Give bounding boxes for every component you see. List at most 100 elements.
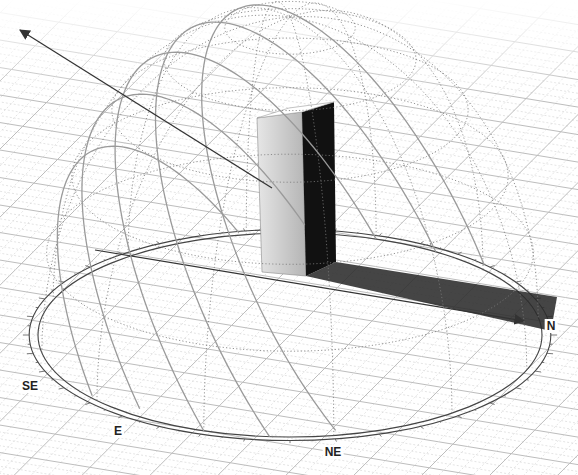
- grid-line: [0, 0, 578, 341]
- grid-line: [0, 470, 578, 475]
- sky-dome: [42, 1, 538, 436]
- degree-tick: [458, 416, 462, 418]
- dome-parallel: [47, 154, 534, 351]
- grid-line: [0, 376, 578, 475]
- grid-line: [0, 394, 578, 475]
- degree-tick: [179, 238, 180, 240]
- dome-parallel: [72, 88, 508, 265]
- degree-tick: [104, 409, 106, 411]
- degree-tick: [504, 395, 506, 397]
- grid-line: [0, 57, 578, 401]
- degree-tick: [85, 266, 90, 268]
- dome-meridian: [290, 10, 483, 269]
- degree-tick: [400, 238, 401, 240]
- degree-tick: [400, 430, 401, 432]
- degree-tick: [474, 409, 476, 411]
- sun-path-arc: [57, 146, 238, 396]
- degree-tick: [379, 434, 381, 436]
- degree-tick: [420, 241, 423, 243]
- degree-tick: [156, 426, 159, 428]
- degree-tick: [27, 353, 33, 354]
- grid-line: [0, 323, 578, 475]
- degree-tick: [74, 273, 76, 275]
- sun-ray: [20, 30, 272, 188]
- degree-tick: [139, 421, 140, 423]
- degree-tick: [335, 439, 336, 442]
- dark-face: [302, 102, 336, 276]
- sun-path-arc: [115, 52, 376, 431]
- grid-line: [0, 299, 578, 475]
- degree-tick: [535, 371, 541, 373]
- degree-tick: [516, 388, 521, 389]
- grid-line: [0, 358, 578, 475]
- sky-fade: [0, 0, 578, 95]
- dome-meridian: [290, 17, 527, 370]
- degree-tick: [542, 362, 544, 363]
- sun-ray-arrow: [20, 30, 272, 188]
- degree-tick: [516, 281, 521, 282]
- degree-tick: [156, 241, 159, 243]
- sun-path-arc: [156, 22, 436, 437]
- grid-line: [0, 340, 578, 475]
- compass-label: SE: [20, 379, 40, 393]
- degree-tick: [490, 403, 495, 405]
- degree-tick: [547, 353, 553, 354]
- degree-tick: [244, 229, 245, 232]
- grid-line: [0, 104, 578, 448]
- degree-tick: [420, 426, 423, 428]
- degree-tick: [440, 421, 441, 423]
- degree-tick: [550, 344, 553, 345]
- grid-line: [0, 423, 578, 475]
- degree-tick: [28, 325, 31, 326]
- grid-line: [0, 86, 578, 430]
- degree-tick: [526, 379, 528, 380]
- degree-tick: [118, 416, 122, 418]
- grid-line: [0, 417, 578, 475]
- degree-tick: [27, 316, 33, 317]
- degree-tick: [221, 436, 223, 438]
- degree-tick: [290, 441, 291, 444]
- degree-tick: [23, 335, 29, 336]
- degree-tick: [104, 259, 106, 261]
- grid-line: [0, 0, 578, 312]
- dome-meridian: [290, 17, 538, 318]
- degree-tick: [526, 289, 528, 290]
- degree-tick: [440, 247, 441, 249]
- degree-tick: [458, 252, 462, 254]
- grid-line: [0, 411, 578, 475]
- grid-line: [0, 51, 578, 395]
- sun-path-arc: [202, 5, 485, 431]
- degree-tick: [199, 434, 201, 436]
- compass-label: NE: [323, 445, 344, 459]
- degree-tick: [490, 266, 495, 268]
- grid-line: [0, 370, 578, 475]
- degree-tick: [199, 233, 201, 235]
- grid-line: [0, 74, 578, 418]
- grid-line: [0, 459, 578, 475]
- degree-tick: [28, 344, 31, 345]
- grid-line: [0, 453, 578, 475]
- grid-line: [0, 447, 578, 475]
- grid-line: [0, 0, 578, 99]
- grid-line: [0, 258, 578, 475]
- grid-line: [0, 352, 578, 475]
- degree-tick: [51, 379, 53, 380]
- compass-label: N: [545, 319, 558, 333]
- grid-line: [0, 0, 578, 123]
- degree-tick: [36, 362, 38, 363]
- degree-tick: [244, 439, 245, 442]
- degree-tick: [267, 440, 268, 441]
- grid-line: [0, 346, 578, 475]
- degree-tick: [504, 273, 506, 275]
- grid-line: [0, 0, 578, 117]
- grid-line: [0, 465, 578, 475]
- degree-tick: [139, 247, 140, 249]
- degree-tick: [36, 307, 38, 308]
- grid-line: [0, 293, 578, 475]
- degree-tick: [357, 436, 359, 438]
- degree-tick: [221, 232, 223, 234]
- degree-tick: [39, 371, 45, 373]
